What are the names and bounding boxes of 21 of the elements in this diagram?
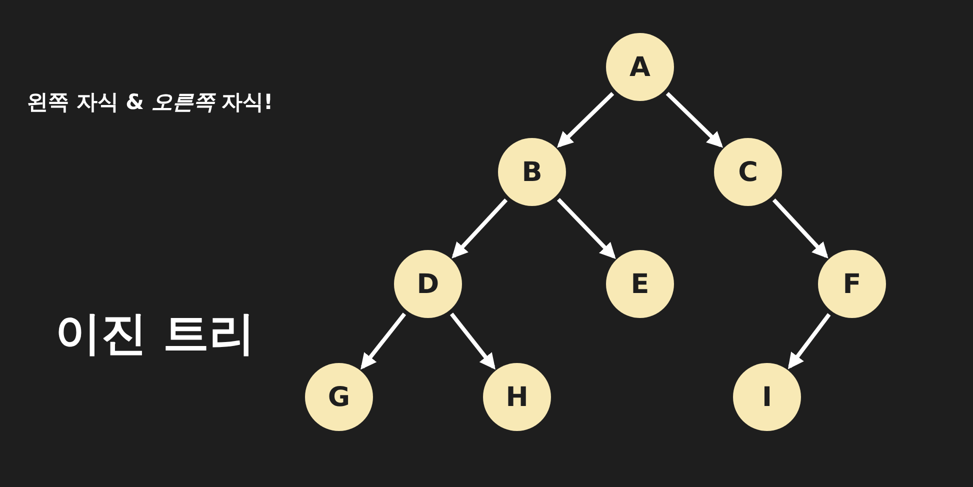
node-letter: A bbox=[630, 52, 650, 82]
arrow bbox=[772, 198, 828, 258]
arrow bbox=[450, 312, 496, 370]
node-letter: E bbox=[630, 268, 650, 300]
node-letter: F bbox=[842, 268, 862, 300]
tree-node-circle bbox=[498, 138, 566, 206]
arrow bbox=[452, 198, 508, 258]
tree-node-circle bbox=[606, 33, 674, 101]
subtitle-text: 왼쪽 자식 & 오른쪽 자식! bbox=[27, 89, 274, 116]
arrow bbox=[360, 312, 406, 370]
arrow bbox=[556, 92, 614, 148]
node-letter: D bbox=[416, 268, 440, 300]
title: 이진 트리 bbox=[55, 305, 256, 362]
node-letter: C bbox=[738, 156, 758, 188]
node-letter: H bbox=[506, 382, 528, 412]
arrow bbox=[556, 198, 616, 259]
node-letter: G bbox=[328, 382, 350, 412]
node-letter: B bbox=[522, 156, 542, 188]
arrow bbox=[666, 92, 724, 148]
node-letter: I bbox=[762, 382, 772, 412]
arrow bbox=[788, 313, 831, 370]
